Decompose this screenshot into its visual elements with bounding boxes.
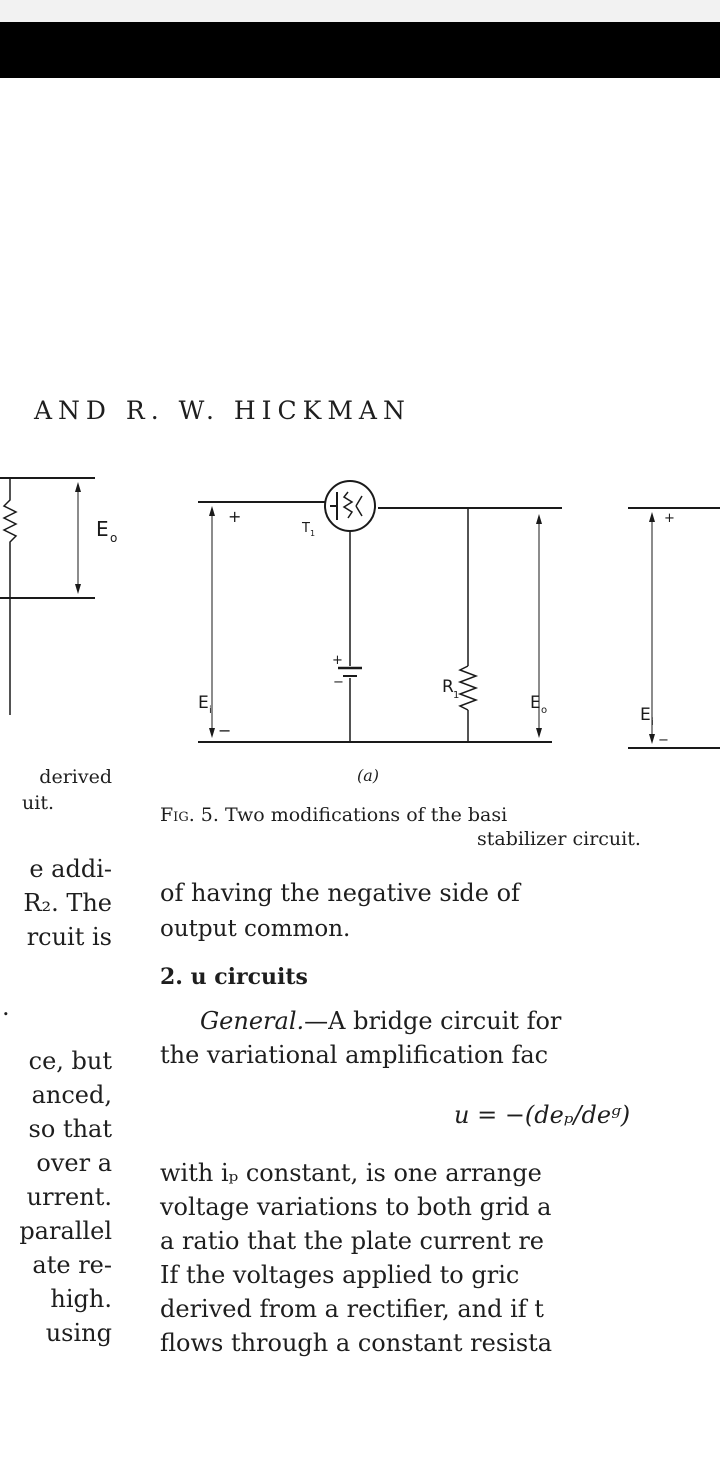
fig5-caption-label: Fig. 5. bbox=[160, 804, 219, 826]
fig5a-sublabel: (a) bbox=[357, 766, 380, 785]
b-minus: − bbox=[658, 733, 669, 748]
left-col-line: anced, bbox=[31, 1081, 112, 1109]
b-ei-label: E bbox=[640, 705, 651, 725]
eo-sub: o bbox=[541, 705, 547, 716]
left-caption-line2: uit. bbox=[22, 792, 54, 814]
left-col-line: so that bbox=[28, 1115, 112, 1143]
left-eo-sub: o bbox=[110, 531, 117, 545]
left-caption-line1: derived bbox=[39, 766, 112, 788]
section-heading: 2. u circuits bbox=[160, 964, 308, 990]
ei-minus: − bbox=[218, 721, 231, 740]
left-col-line: ate re- bbox=[32, 1251, 112, 1279]
battery-plus: + bbox=[332, 653, 343, 668]
right-body-line: derived from a rectifier, and if t bbox=[160, 1295, 544, 1323]
top-status-strip bbox=[0, 0, 720, 22]
eo-label: E bbox=[530, 693, 541, 713]
equation: u = −(deₚ/deᵍ) bbox=[454, 1101, 631, 1129]
right-body-line: flows through a constant resista bbox=[160, 1329, 553, 1357]
amp-line: the variational amplification fac bbox=[160, 1041, 549, 1069]
ei-label: E bbox=[198, 693, 209, 713]
fig5-caption-line1: Fig. 5. Two modifications of the basi bbox=[160, 804, 507, 826]
left-col-line: parallel bbox=[19, 1217, 112, 1245]
left-partial-figure: E o bbox=[0, 477, 117, 715]
left-col-line: using bbox=[45, 1319, 112, 1347]
left-col-line: ce, but bbox=[28, 1047, 112, 1075]
b-ei-sub: i bbox=[651, 717, 654, 728]
right-para1-line1: of having the negative side of bbox=[160, 879, 520, 907]
general-rest: —A bridge circuit for bbox=[304, 1007, 562, 1035]
left-col-line: e addi- bbox=[29, 855, 112, 883]
fig5-caption-text: Two modifications of the basi bbox=[224, 804, 508, 826]
ei-plus: + bbox=[228, 507, 241, 526]
scanned-page: AND R. W. HICKMAN E o derived uit. T 1 +… bbox=[0, 78, 720, 1480]
t1-label: T bbox=[301, 521, 310, 536]
fig5b-partial-circuit: + − E i bbox=[628, 507, 720, 749]
general-line: General.—A bridge circuit for bbox=[200, 1006, 561, 1036]
fig5-caption-line2: stabilizer circuit. bbox=[477, 828, 641, 850]
black-toolbar-band bbox=[0, 22, 720, 78]
b-plus: + bbox=[664, 511, 675, 526]
resistor-r1-icon bbox=[457, 665, 479, 711]
fig5a-circuit: T 1 + − R 1 + − E i E o bbox=[198, 480, 562, 743]
t1-sub: 1 bbox=[310, 529, 315, 538]
right-body-line: voltage variations to both grid a bbox=[160, 1193, 552, 1221]
left-eo-label: E bbox=[96, 517, 109, 541]
left-col-line: urrent. bbox=[26, 1183, 112, 1211]
left-col-line: high. bbox=[50, 1285, 112, 1313]
ei-sub: i bbox=[209, 705, 212, 716]
running-header: AND R. W. HICKMAN bbox=[34, 396, 411, 425]
right-para1-line2: output common. bbox=[160, 916, 351, 942]
battery-minus: − bbox=[333, 675, 344, 690]
r1-sub: 1 bbox=[453, 690, 459, 701]
right-body-line: with iₚ constant, is one arrange bbox=[160, 1159, 542, 1187]
left-col-line: rcuit is bbox=[26, 923, 112, 951]
right-body-line: If the voltages applied to gric bbox=[160, 1261, 520, 1289]
left-col-line: R₂. The bbox=[23, 889, 112, 917]
general-label: General. bbox=[200, 1007, 305, 1035]
right-body-line: a ratio that the plate current re bbox=[160, 1227, 545, 1255]
left-col-line: . bbox=[2, 993, 10, 1021]
left-col-line: over a bbox=[36, 1149, 112, 1177]
r1-label: R bbox=[442, 677, 454, 697]
